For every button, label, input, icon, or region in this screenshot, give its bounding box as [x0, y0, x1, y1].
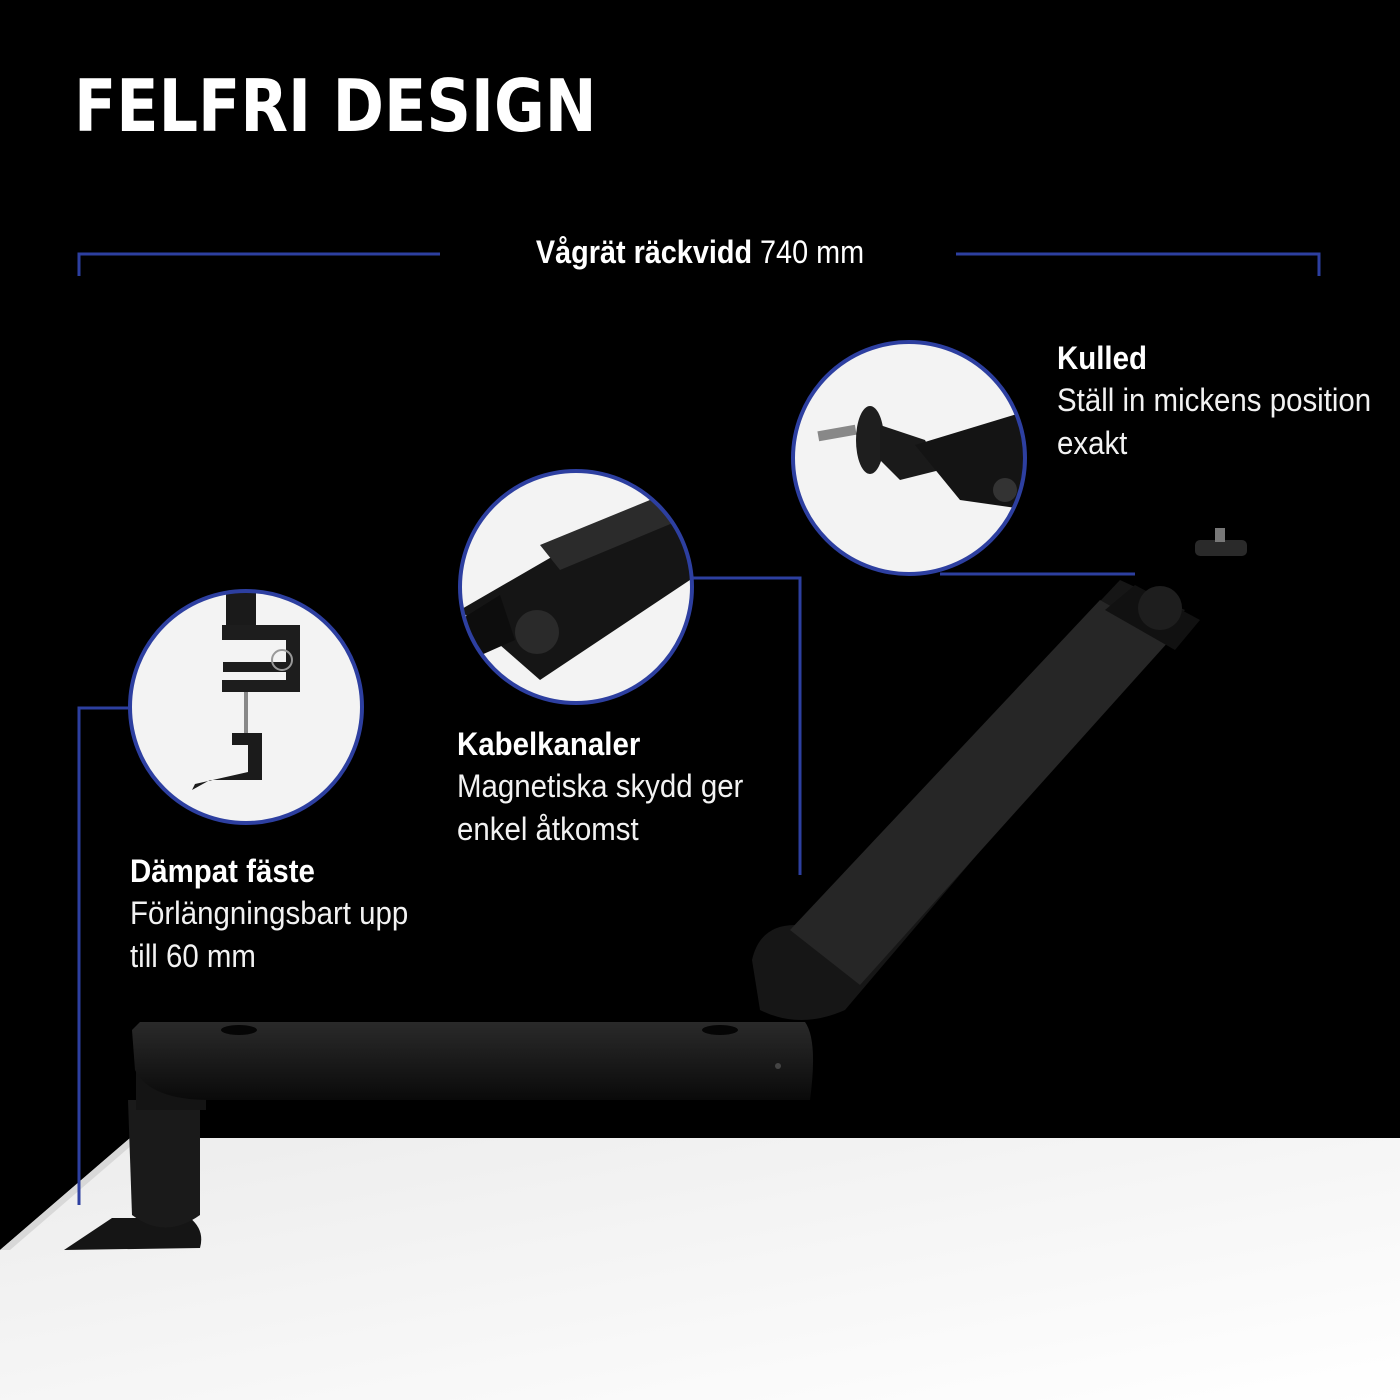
clamp-callout: Dämpat fäste Förlängningsbart upp till 6…	[130, 850, 408, 978]
ball-callout-line-2: exakt	[1057, 425, 1128, 461]
desk-edge	[0, 1138, 140, 1250]
ball-callout: Kulled Ställ in mickens position exakt	[1057, 337, 1371, 465]
lower-arm	[132, 1022, 814, 1100]
reach-dimension-line	[77, 252, 1321, 276]
clamp-detail-circle	[128, 589, 364, 825]
upper-arm	[752, 528, 1247, 1020]
ball-joint-detail-circle	[791, 340, 1027, 576]
cable-detail-circle	[458, 469, 694, 705]
clamp-callout-line-1: Förlängningsbart upp	[130, 895, 409, 931]
ball-callout-line-1: Ställ in mickens position	[1057, 382, 1372, 418]
reach-caption: Vågrät räckvidd 740 mm	[70, 234, 1330, 271]
clamp-callout-heading: Dämpat fäste	[130, 853, 315, 889]
clamp-callout-line-2: till 60 mm	[130, 938, 256, 974]
reach-value: 740 mm	[760, 234, 865, 270]
desk-surface	[0, 1138, 1400, 1400]
callout-connectors	[77, 572, 1135, 1205]
cable-callout-line-1: Magnetiska skydd ger	[457, 768, 744, 804]
cable-callout: Kabelkanaler Magnetiska skydd ger enkel …	[457, 723, 743, 851]
cable-callout-heading: Kabelkanaler	[457, 726, 641, 762]
reach-label: Vågrät räckvidd	[535, 234, 753, 270]
ball-callout-heading: Kulled	[1057, 340, 1147, 376]
cable-callout-line-2: enkel åtkomst	[457, 811, 639, 847]
page-title: FELFRI DESIGN	[74, 64, 597, 148]
